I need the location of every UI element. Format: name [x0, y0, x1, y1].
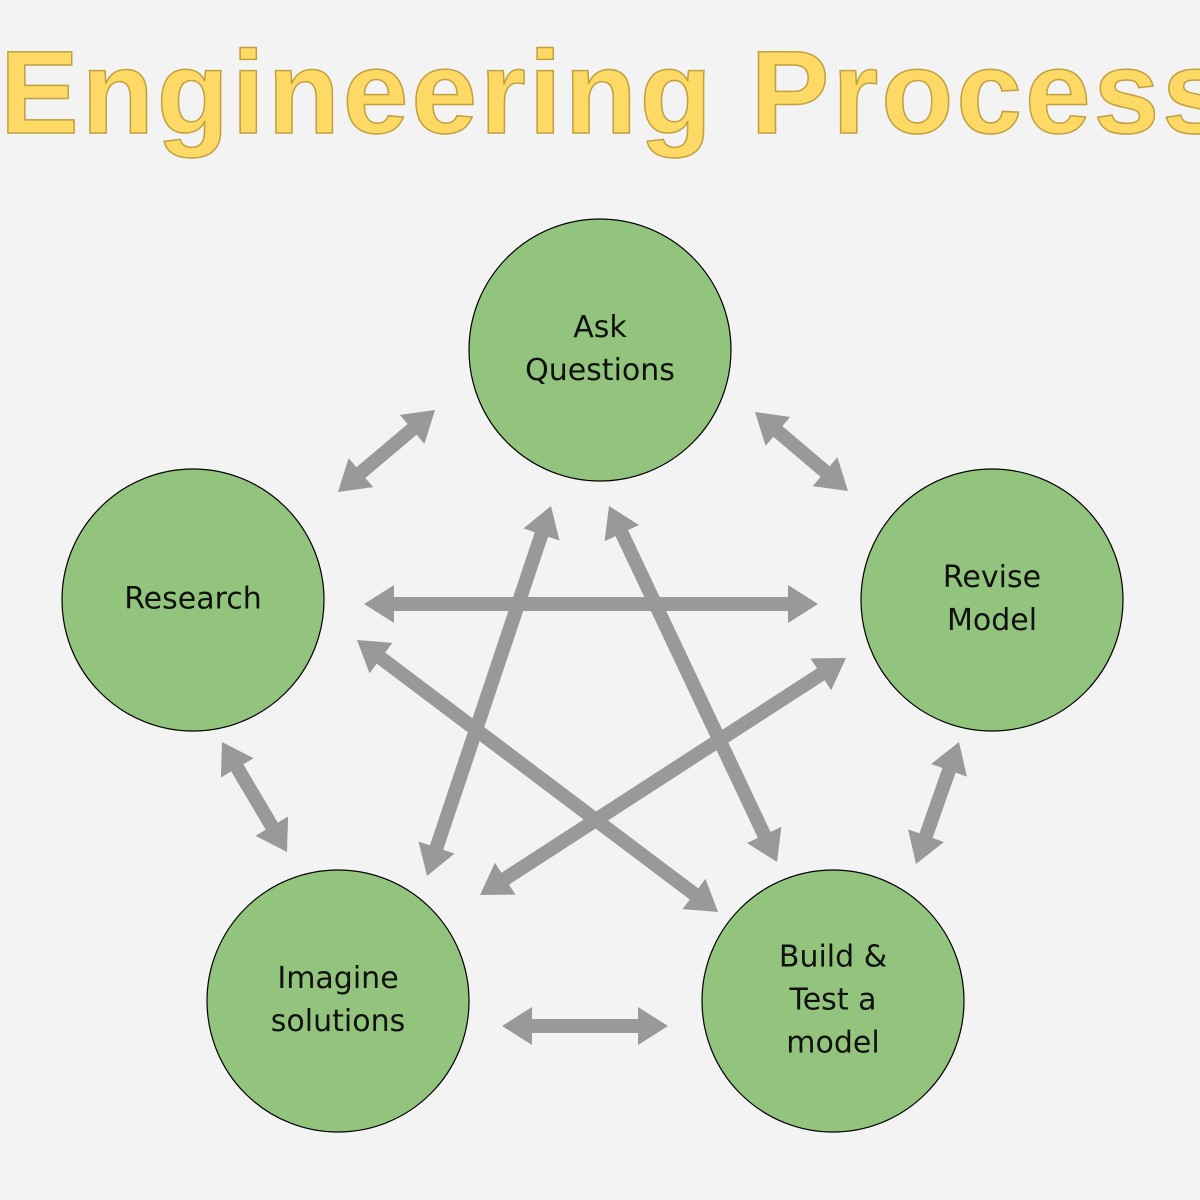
arrow-build-imagine	[502, 1007, 668, 1045]
arrows-layer	[220, 410, 967, 1045]
arrow-ask-revise	[755, 412, 848, 491]
arrow-revise-build	[908, 742, 967, 864]
node-label-build-line-3: model	[786, 1026, 879, 1061]
node-circle-imagine	[206, 869, 470, 1133]
arrow-research-build	[357, 640, 718, 912]
node-label-ask-line-2: Questions	[525, 353, 675, 388]
arrow-imagine-research	[220, 742, 289, 852]
node-label-imagine-line-1: Imagine	[277, 961, 398, 996]
node-circle-ask	[468, 218, 732, 482]
node-circle-build	[701, 869, 965, 1133]
node-imagine: Imagine solutions	[206, 869, 470, 1133]
node-label-build-line-1: Build &	[779, 940, 887, 975]
node-build: Build & Test a model	[701, 869, 965, 1133]
node-label-ask-line-1: Ask	[573, 310, 627, 345]
node-label-research-line-1: Research	[124, 582, 262, 617]
node-circle-research	[61, 468, 325, 732]
page-title: Engineering Process	[0, 27, 1200, 159]
arrow-ask-build	[604, 506, 782, 862]
node-label-imagine-line-2: solutions	[271, 1004, 405, 1039]
node-label-revise-line-1: Revise	[943, 560, 1041, 595]
arrow-research-revise	[364, 585, 818, 623]
node-label-revise-line-2: Model	[947, 603, 1037, 638]
node-circle-revise	[860, 468, 1124, 732]
arrow-research-ask	[338, 410, 435, 492]
node-label-build-line-2: Test a	[789, 983, 877, 1018]
arrow-imagine-revise	[480, 658, 846, 895]
node-research: Research	[61, 468, 325, 732]
arrow-ask-imagine	[418, 506, 560, 876]
